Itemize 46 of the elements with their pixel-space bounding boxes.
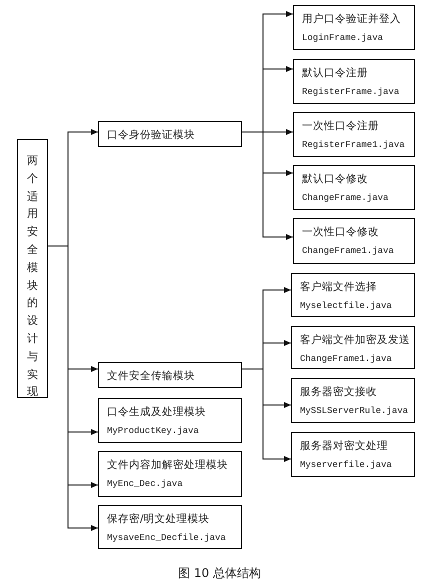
module-box — [98, 505, 242, 549]
module-box — [291, 378, 415, 423]
module-name: 客户端文件加密及发送 — [300, 333, 410, 347]
file-name: ChangeFrame1.java — [302, 245, 394, 257]
file-name: Myselectfile.java — [300, 300, 392, 312]
file-name: LoginFrame.java — [302, 32, 384, 44]
module-box — [293, 165, 415, 210]
file-name: ChangeFrame1.java — [300, 353, 392, 365]
module-name: 文件内容加解密处理模块 — [107, 458, 228, 472]
module-box — [291, 432, 415, 477]
arrow — [242, 132, 294, 240]
file-name: MysaveEnc_Decfile.java — [107, 532, 226, 544]
file-name: MyProductKey.java — [107, 425, 199, 437]
file-name: RegisterFrame.java — [302, 86, 400, 98]
module-box — [293, 59, 415, 104]
file-name: MySSLServerRule.java — [300, 405, 408, 417]
module-name: 文件安全传输模块 — [107, 369, 195, 383]
file-name: RegisterFrame1.java — [302, 139, 405, 151]
module-box — [291, 326, 415, 369]
vertical-title: 两个适用安全模块的设计与实现 — [26, 153, 38, 400]
module-box — [98, 362, 242, 388]
file-name: MyEnc_Dec.java — [107, 478, 183, 490]
module-name: 服务器对密文处理 — [300, 439, 388, 453]
module-box — [98, 121, 242, 147]
module-name: 保存密/明文处理模块 — [107, 512, 210, 526]
file-name: Myserverfile.java — [300, 459, 392, 471]
module-name: 默认口令修改 — [302, 172, 368, 186]
module-name: 口令生成及处理模块 — [107, 405, 206, 419]
module-box — [293, 5, 415, 50]
module-box — [293, 112, 415, 157]
arrow — [242, 368, 292, 462]
module-name: 一次性口令注册 — [302, 119, 379, 133]
module-name: 一次性口令修改 — [302, 225, 379, 239]
module-box — [98, 451, 242, 497]
file-name: ChangeFrame.java — [302, 192, 388, 204]
module-name: 口令身份验证模块 — [107, 128, 195, 142]
title-box — [17, 139, 48, 398]
module-name: 默认口令注册 — [302, 66, 368, 80]
caption: 图 10 总体结构 — [178, 566, 261, 580]
module-box — [293, 218, 415, 264]
module-box — [291, 273, 415, 317]
arrow — [48, 246, 98, 531]
module-box — [98, 398, 242, 443]
module-name: 用户口令验证并登入 — [302, 12, 401, 26]
module-name: 客户端文件选择 — [300, 280, 377, 294]
module-name: 服务器密文接收 — [300, 385, 377, 399]
